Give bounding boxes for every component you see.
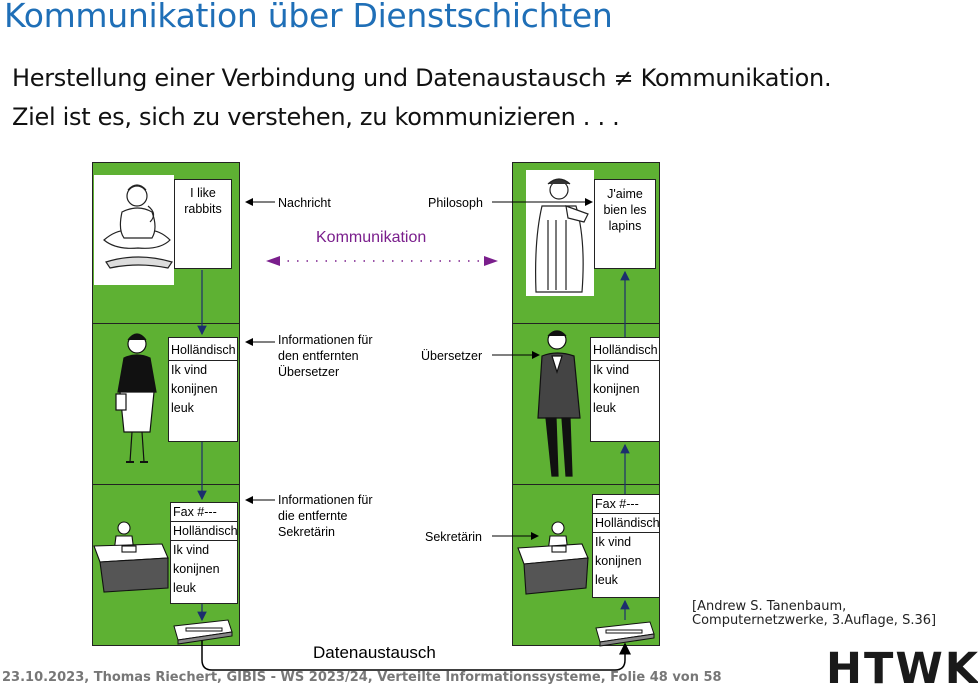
translation-rule bbox=[169, 360, 237, 361]
datenaustausch-line bbox=[201, 640, 631, 671]
translation-line: leuk bbox=[171, 401, 194, 415]
translation-line: Holländisch bbox=[171, 343, 236, 357]
fax-line: Ik vind bbox=[173, 543, 210, 557]
right-message-line: J'aime bbox=[607, 187, 643, 201]
right-layer-divider-2 bbox=[512, 484, 660, 485]
right-message-box: J'aime bien les lapins bbox=[594, 179, 656, 269]
fax-rule bbox=[171, 521, 237, 522]
citation: [Andrew S. Tanenbaum, Computernetzwerke,… bbox=[692, 599, 937, 628]
footer-text: 23.10.2023, Thomas Riechert, GIBIS - WS … bbox=[2, 670, 722, 685]
fax-line: Fax #--- bbox=[173, 505, 217, 519]
left-secretary-figure bbox=[93, 521, 169, 593]
left-fax-machine-icon bbox=[173, 619, 233, 645]
right-secretary-figure bbox=[517, 521, 589, 595]
intro-line-1-text: Herstellung einer Verbindung und Datenau… bbox=[12, 64, 607, 92]
translation-line: Ik vind bbox=[593, 363, 630, 377]
label-sekretaerin: Sekretärin bbox=[425, 530, 482, 544]
label-philosoph: Philosoph bbox=[428, 196, 483, 210]
fax-line: leuk bbox=[595, 573, 618, 587]
left-translation-box: Holländisch Ik vind konijnen leuk bbox=[168, 337, 238, 442]
fax-line: Ik vind bbox=[595, 535, 632, 549]
right-translation-box: Holländisch Ik vind konijnen leuk bbox=[590, 337, 660, 442]
right-layer-divider-1 bbox=[512, 323, 660, 324]
fax-rule bbox=[593, 532, 659, 533]
kommunikation-arrow-right bbox=[484, 256, 498, 266]
translation-line: leuk bbox=[593, 401, 616, 415]
fax-line: Holländisch bbox=[173, 524, 238, 538]
kommunikation-arrow-left bbox=[266, 256, 280, 266]
left-message-line: I like bbox=[190, 186, 216, 200]
translation-line: konijnen bbox=[171, 382, 218, 396]
fax-line: konijnen bbox=[173, 562, 220, 576]
label-info-sekretaerin: Informationen für die entfernte Sekretär… bbox=[278, 493, 373, 539]
right-translator-figure bbox=[537, 330, 581, 477]
left-message-line: rabbits bbox=[184, 202, 222, 216]
left-layer-divider-2 bbox=[92, 484, 240, 485]
label-nachricht: Nachricht bbox=[278, 196, 331, 210]
intro-line-2: Ziel ist es, sich zu verstehen, zu kommu… bbox=[12, 103, 620, 131]
right-message-line: lapins bbox=[608, 219, 642, 233]
not-equal-symbol: ≠ bbox=[613, 64, 634, 92]
fax-rule bbox=[171, 540, 237, 541]
fax-line: leuk bbox=[173, 581, 196, 595]
fax-line: Holländisch bbox=[595, 516, 660, 530]
label-datenaustausch: Datenaustausch bbox=[313, 643, 436, 662]
left-layer-divider-1 bbox=[92, 323, 240, 324]
right-fax-machine-icon bbox=[595, 621, 655, 647]
fax-line: konijnen bbox=[595, 554, 642, 568]
label-kommunikation: Kommunikation bbox=[316, 229, 427, 246]
left-fax-box: Fax #--- Holländisch Ik vind konijnen le… bbox=[170, 502, 238, 604]
left-philosopher-figure bbox=[103, 184, 173, 269]
right-message-line: bien les bbox=[603, 203, 647, 217]
translation-line: Ik vind bbox=[171, 363, 208, 377]
right-philosopher-figure bbox=[535, 178, 589, 293]
left-message-box: I like rabbits bbox=[174, 179, 232, 269]
label-uebersetzer: Übersetzer bbox=[421, 349, 483, 363]
page-title: Kommunikation über Dienstschichten bbox=[4, 0, 613, 35]
fax-rule bbox=[593, 513, 659, 514]
translation-rule bbox=[591, 360, 659, 361]
intro-line-1-end: Kommunikation. bbox=[640, 64, 832, 92]
translation-line: Holländisch bbox=[593, 343, 658, 357]
translation-line: konijnen bbox=[593, 382, 640, 396]
htwk-logo: HTWK bbox=[826, 644, 978, 694]
intro-line-1: Herstellung einer Verbindung und Datenau… bbox=[12, 64, 832, 92]
label-info-uebersetzer: Informationen für den entfernten Überset… bbox=[278, 333, 373, 379]
right-fax-box: Fax #--- Holländisch Ik vind konijnen le… bbox=[592, 494, 660, 598]
left-translator-figure bbox=[115, 333, 157, 463]
fax-line: Fax #--- bbox=[595, 497, 639, 511]
